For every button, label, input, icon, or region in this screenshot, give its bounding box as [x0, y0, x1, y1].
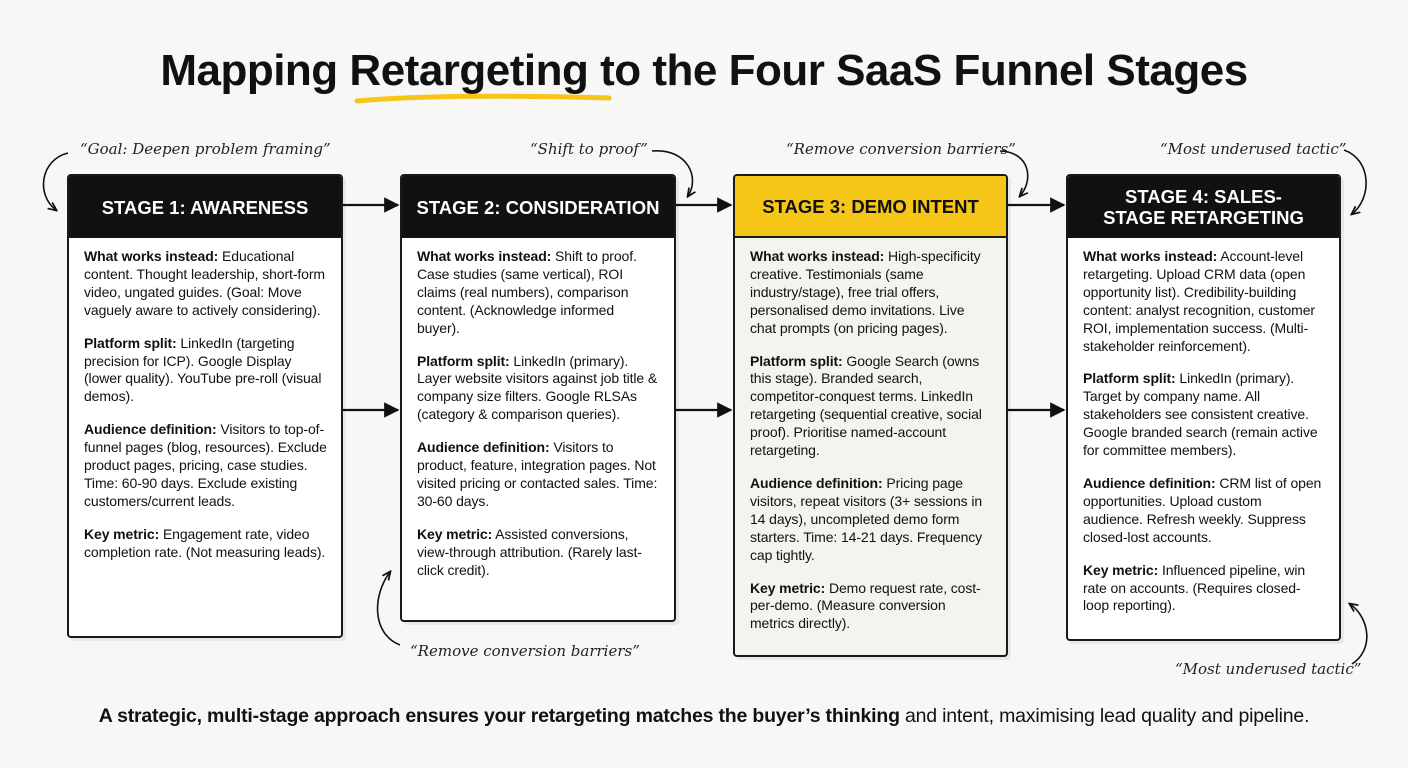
stage-3-audience-definition: Audience definition: Pricing page visito…	[750, 474, 983, 563]
stage-1-card: STAGE 1: AWARENESS What works instead: E…	[67, 174, 343, 638]
stage-4-audience-definition: Audience definition: CRM list of open op…	[1083, 474, 1322, 545]
stage-2-body: What works instead: Shift to proof. Case…	[402, 238, 674, 580]
curved-arrow-note-5	[376, 572, 401, 646]
title-highlight-word: Retargeting	[349, 46, 612, 104]
footer-summary: A strategic, multi-stage approach ensure…	[0, 705, 1408, 728]
stage-3-card: STAGE 3: DEMO INTENT What works instead:…	[733, 174, 1008, 657]
stage-3-what-works: What works instead: High-specificity cre…	[750, 248, 981, 336]
stage-2-key-metric: Key metric: Assisted conversions, view-t…	[417, 525, 642, 578]
stage-1-platform-split: Platform split: LinkedIn (targeting prec…	[84, 334, 322, 405]
note-shift-to-proof: “Shift to proof”	[530, 140, 648, 158]
curved-arrow-note-4	[1343, 149, 1367, 214]
stage-2-card: STAGE 2: CONSIDERATION What works instea…	[400, 174, 676, 622]
footer-bold: A strategic, multi-stage approach ensure…	[98, 705, 900, 727]
stage-3-key-metric: Key metric: Demo request rate, cost-per-…	[750, 579, 981, 632]
note-remove-conversion-barriers-bottom: “Remove conversion barriers”	[410, 642, 640, 660]
stage-1-key-metric: Key metric: Engagement rate, video compl…	[84, 525, 326, 560]
note-most-underused-tactic-top: “Most underused tactic”	[1160, 140, 1347, 158]
stage-2-what-works: What works instead: Shift to proof. Case…	[417, 248, 637, 336]
stage-2-platform-split: Platform split: LinkedIn (primary). Laye…	[417, 352, 658, 423]
stage-1-what-works: What works instead: Educational content.…	[84, 248, 325, 318]
note-most-underused-tactic-bottom: “Most underused tactic”	[1175, 660, 1362, 678]
stage-3-header: STAGE 3: DEMO INTENT	[735, 176, 1006, 238]
note-goal-deepen-problem-framing: “Goal: Deepen problem framing”	[80, 140, 331, 158]
note-remove-conversion-barriers-top: “Remove conversion barriers”	[786, 140, 1016, 158]
stage-2-header: STAGE 2: CONSIDERATION	[402, 176, 674, 238]
stage-4-header: STAGE 4: SALES-STAGE RETARGETING	[1068, 176, 1339, 238]
stage-4-body: What works instead: Account-level retarg…	[1068, 238, 1339, 615]
page-title: Mapping Retargeting to the Four SaaS Fun…	[0, 46, 1408, 104]
stage-4-card: STAGE 4: SALES-STAGE RETARGETING What wo…	[1066, 174, 1341, 641]
stage-4-what-works: What works instead: Account-level retarg…	[1083, 248, 1315, 354]
curved-arrow-note-1	[42, 152, 69, 210]
stage-1-body: What works instead: Educational content.…	[69, 238, 341, 562]
stage-3-platform-split: Platform split: Google Search (owns this…	[750, 352, 982, 459]
stage-4-key-metric: Key metric: Influenced pipeline, win rat…	[1083, 561, 1306, 614]
highlight-underline	[354, 93, 612, 104]
stage-1-audience-definition: Audience definition: Visitors to top-of-…	[84, 421, 327, 509]
title-before: Mapping	[160, 46, 350, 95]
stage-1-header: STAGE 1: AWARENESS	[69, 176, 341, 238]
stage-3-body: What works instead: High-specificity cre…	[735, 238, 1006, 633]
curved-arrow-note-6	[1350, 604, 1368, 665]
stage-4-platform-split: Platform split: LinkedIn (primary). Targ…	[1083, 370, 1318, 459]
title-after: to the Four SaaS Funnel Stages	[588, 46, 1248, 95]
stage-2-audience-definition: Audience definition: Visitors to product…	[417, 439, 658, 509]
footer-rest: and intent, maximising lead quality and …	[899, 705, 1310, 727]
